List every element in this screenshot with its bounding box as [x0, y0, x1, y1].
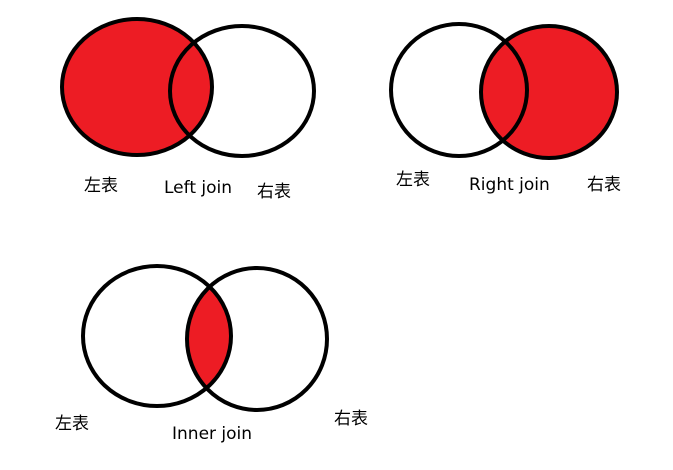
left-join-right-table-circle	[168, 24, 316, 158]
inner-join-right-table-circle	[185, 266, 329, 412]
left-join-caption: Left join	[164, 178, 233, 198]
inner-join-caption: Inner join	[172, 424, 253, 444]
right-join-left-table-label: 左表	[396, 170, 430, 190]
inner-join-right-table-label: 右表	[334, 409, 368, 429]
right-join-right-table-label: 右表	[587, 175, 621, 195]
left-join-right-table-label: 右表	[257, 182, 291, 202]
right-join-right-table-circle	[479, 24, 619, 160]
left-join-left-table-label: 左表	[84, 176, 118, 196]
right-join-left-table-circle	[389, 22, 529, 158]
inner-join-left-table-label: 左表	[55, 414, 89, 434]
left-join-left-table-circle	[60, 17, 214, 157]
right-join-venn	[389, 22, 619, 160]
right-join-caption: Right join	[469, 175, 550, 195]
inner-join-venn	[81, 264, 329, 412]
left-join-venn	[60, 17, 316, 158]
inner-join-left-table-circle	[81, 264, 233, 408]
